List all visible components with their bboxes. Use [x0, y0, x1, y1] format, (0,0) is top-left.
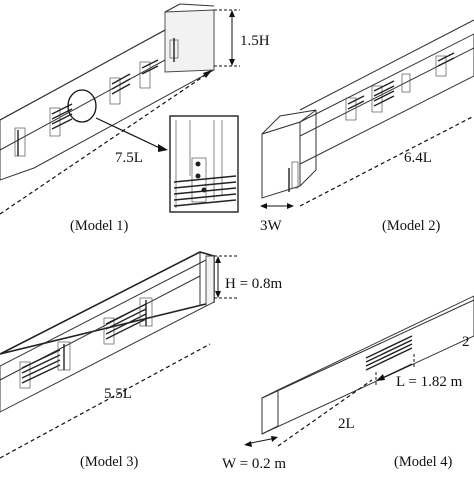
model-1-height-label: 1.5H: [240, 33, 270, 49]
model-1-jet-fans: [14, 59, 159, 157]
model-2: 3W 6.4L (Model 2): [260, 19, 474, 234]
model-2-jet-fans: [345, 52, 455, 121]
model-2-length-dimension: [299, 115, 474, 207]
model-2-length-label: 6.4L: [404, 150, 432, 166]
model-3-length-label: 5.5L: [104, 386, 132, 402]
model-1-end-face: [164, 9, 215, 73]
model-1-zoom-pointer: [95, 117, 165, 151]
model-3-end-face: [205, 255, 215, 307]
model-2-end-section: [261, 109, 317, 199]
model-3-height-label: H = 0.8m: [225, 276, 283, 292]
model-1-caption: (Model 1): [70, 218, 129, 234]
model-4-l-label: L = 1.82 m: [396, 374, 463, 390]
model-2-caption: (Model 2): [382, 218, 441, 234]
model-1-zoom-inset: [169, 115, 239, 213]
model-4-w-label: W = 0.2 m: [222, 456, 286, 472]
model-1: 1.5H 7.5L (Model 1): [0, 3, 270, 234]
model-3: H = 0.8m 5.5L (Model 3): [0, 251, 283, 470]
model-4-tunnel-side: [261, 299, 474, 435]
model-4-caption: (Model 4): [394, 454, 453, 470]
model-4-spacing-label: 2L: [338, 416, 355, 432]
model-1-length-dimension: [0, 71, 211, 215]
model-3-length-dimension: [0, 343, 211, 459]
model-2-width-label: 3W: [260, 218, 283, 234]
model-1-length-label: 7.5L: [115, 150, 143, 166]
model-3-caption: (Model 3): [80, 454, 139, 470]
model-4-jet-fans: [365, 335, 413, 371]
model-4-spacing-dimension: [277, 379, 373, 447]
model-4: L = 1.82 m 2L 2 W = 0.2 m (Model 4): [222, 295, 474, 472]
model-1-zoom-circle: [67, 89, 97, 123]
model-4-cut-label: 2: [462, 334, 470, 350]
model-3-jet-fans: [19, 297, 153, 389]
